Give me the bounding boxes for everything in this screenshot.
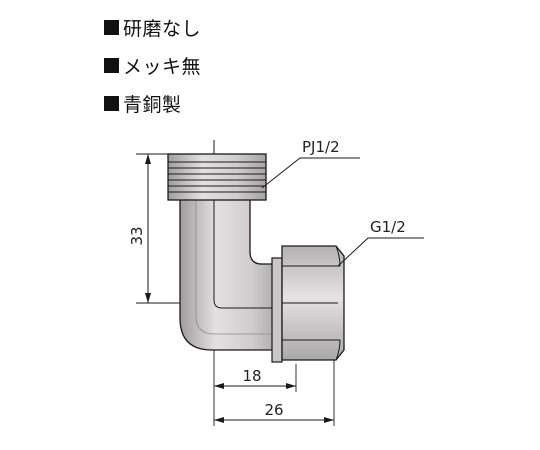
spec-label: 青銅製 (123, 93, 182, 116)
spec-label: メッキ無 (123, 55, 202, 78)
square-bullet-icon (104, 57, 119, 73)
top-thread (167, 140, 267, 201)
dimension-width (213, 350, 335, 426)
label-total-width: 26 (264, 401, 283, 419)
square-bullet-icon (104, 95, 119, 111)
hex-nut (271, 245, 345, 363)
spec-label: 研磨なし (123, 17, 202, 40)
spec-item-polish: 研磨なし (104, 12, 201, 42)
spec-list: 研磨なし メッキ無 青銅製 (104, 12, 201, 126)
dimension-height (136, 153, 180, 304)
label-height: 33 (128, 226, 146, 245)
elbow-body (179, 197, 283, 351)
spec-item-material: 青銅製 (104, 88, 201, 118)
label-inner-offset: 18 (242, 367, 261, 385)
label-top-thread: PJ1/2 (302, 138, 340, 156)
spec-item-plating: メッキ無 (104, 50, 201, 80)
leader-lines (261, 157, 424, 267)
square-bullet-icon (104, 19, 119, 35)
label-side-thread: G1/2 (370, 218, 406, 236)
